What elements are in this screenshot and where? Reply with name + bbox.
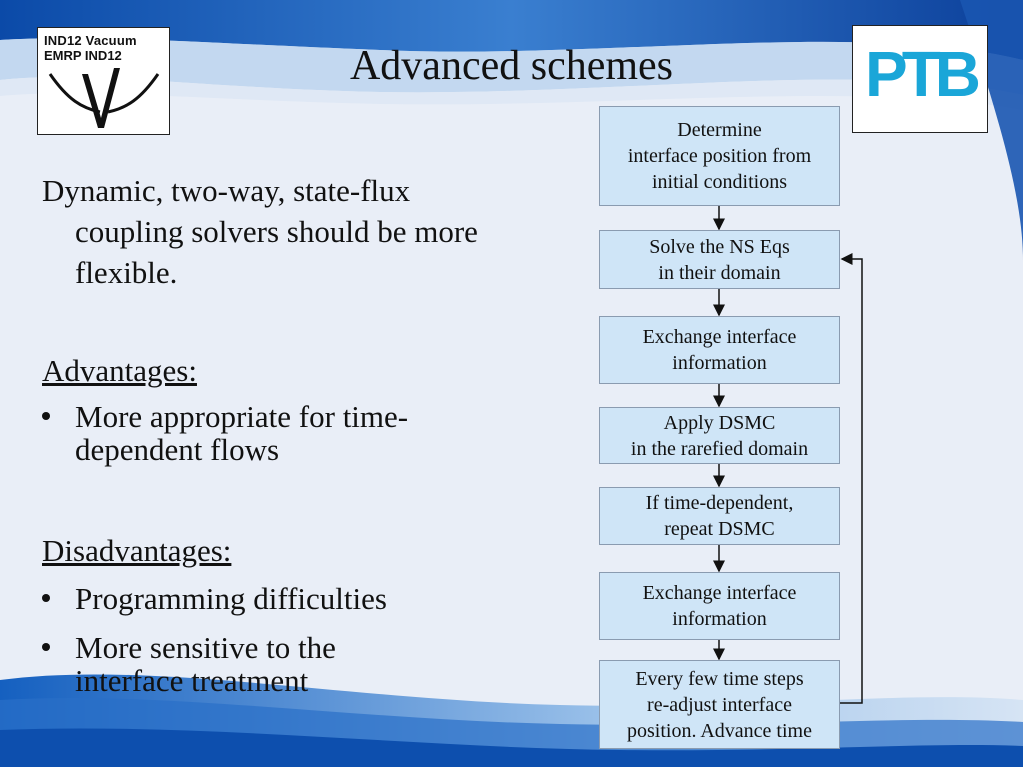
advantage-item-text: More appropriate for time-dependent flow… [75, 399, 409, 467]
flow-step-text: Every few time steps re-adjust interface… [627, 667, 812, 742]
flow-step: Exchange interface information [599, 572, 840, 640]
disadvantage-item-text: Programming difficulties [75, 581, 387, 616]
flow-step: If time-dependent, repeat DSMC [599, 487, 840, 545]
intro-paragraph: Dynamic, two-way, state-flux coupling so… [42, 170, 512, 293]
flow-step-text: Exchange interface information [642, 326, 797, 374]
logo-left-line2: EMRP IND12 [44, 48, 122, 63]
disadvantages-heading: Disadvantages: [42, 533, 232, 568]
ptb-logo-text: PTB [865, 38, 981, 110]
flow-step: Every few time steps re-adjust interface… [599, 660, 840, 749]
disadvantage-item: Programming difficulties [42, 582, 515, 615]
flow-step-text: Determine interface position from initia… [627, 119, 812, 193]
loop-back-arrow [840, 253, 863, 704]
flow-step-text: If time-dependent, repeat DSMC [645, 492, 794, 540]
intro-first-line: Dynamic, two-way, state-flux [42, 173, 411, 208]
intro-rest: coupling solvers should be more flexible… [75, 214, 478, 290]
disadvantage-item: More sensitive to the interface treatmen… [42, 631, 405, 697]
flow-step-text: Solve the NS Eqs in their domain [649, 235, 790, 284]
flow-step: Determine interface position from initia… [599, 106, 840, 206]
flow-step: Solve the NS Eqs in their domain [599, 230, 840, 289]
slide-title: Advanced schemes [349, 43, 674, 89]
flow-step: Apply DSMC in the rarefied domain [599, 407, 840, 464]
advantages-heading: Advantages: [42, 353, 197, 388]
flow-step-text: Apply DSMC in the rarefied domain [630, 411, 809, 460]
ptb-logo: PTB [852, 25, 988, 133]
advantage-item: More appropriate for time-dependent flow… [42, 400, 515, 466]
disadvantage-item-text: More sensitive to the interface treatmen… [75, 630, 336, 698]
flow-step-text: Exchange interface information [642, 582, 797, 630]
ind12-vacuum-logo: IND12 Vacuum EMRP IND12 [37, 27, 170, 135]
logo-left-line1: IND12 Vacuum [44, 33, 137, 48]
valve-symbol-icon [48, 68, 160, 128]
bullet-icon [42, 643, 50, 651]
bullet-icon [42, 594, 50, 602]
flow-step: Exchange interface information [599, 316, 840, 384]
bullet-icon [42, 412, 50, 420]
